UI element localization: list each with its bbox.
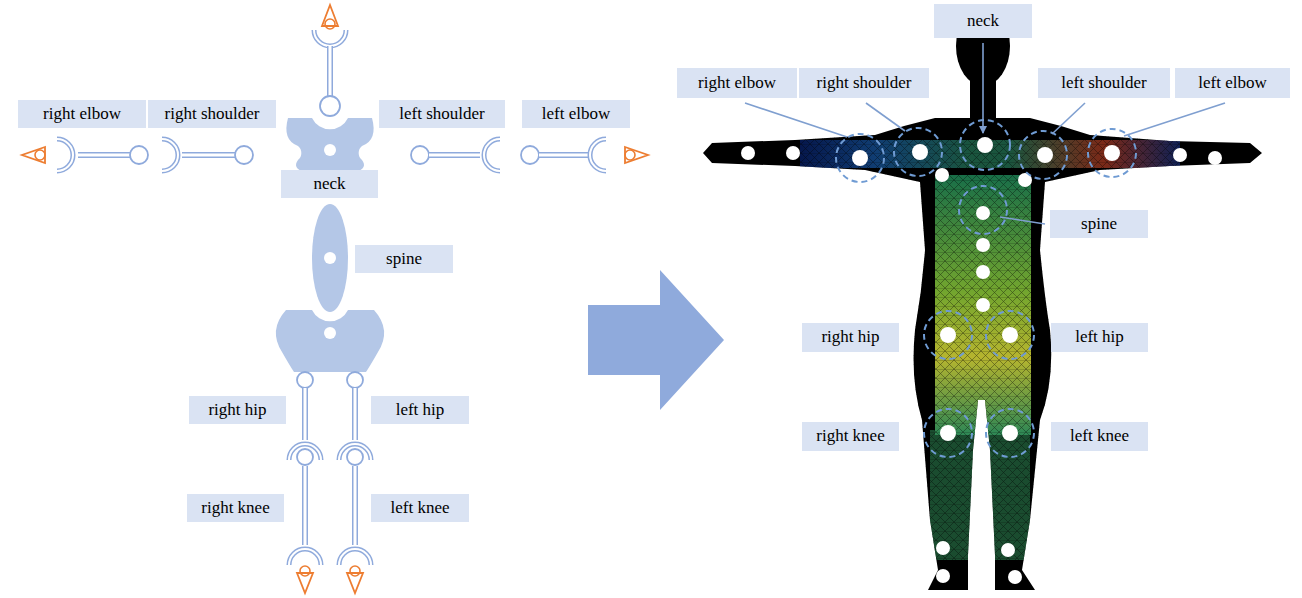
joint-label: right elbow (677, 68, 797, 98)
joint-label: left knee (371, 494, 469, 522)
joint-name: right shoulder (165, 105, 260, 124)
joint-name: right elbow (43, 105, 121, 124)
joint-label: neck (281, 170, 378, 198)
joint-label: right shoulder (148, 100, 276, 128)
joint-name: left elbow (542, 105, 610, 124)
joint-name: neck (313, 175, 345, 194)
joint-name: right knee (816, 427, 884, 446)
skeleton-schematic (22, 5, 648, 593)
leader-lines (745, 43, 1225, 224)
joint-label: left hip (371, 396, 469, 424)
joint-name: left knee (1070, 427, 1129, 446)
joint-name: left hip (1075, 328, 1124, 347)
joint-name: neck (967, 12, 999, 31)
joint-label: spine (1050, 210, 1148, 238)
joint-label: left hip (1051, 323, 1148, 352)
joint-label: right hip (802, 323, 899, 352)
transform-arrow (588, 270, 724, 410)
joint-label: spine (355, 245, 453, 273)
joint-name: left shoulder (399, 105, 484, 124)
joint-name: spine (1081, 215, 1117, 234)
joint-name: right hip (821, 328, 879, 347)
joint-label: left shoulder (379, 100, 505, 128)
joint-label: left elbow (522, 100, 630, 128)
joint-label: left knee (1051, 422, 1148, 451)
joint-name: right shoulder (817, 74, 912, 93)
joint-name: right elbow (698, 74, 776, 93)
joint-label: right knee (187, 494, 284, 522)
joint-label: right knee (802, 422, 899, 451)
joint-label: right hip (189, 396, 286, 424)
joint-label: right shoulder (799, 68, 929, 98)
joint-label: right elbow (18, 100, 146, 128)
joint-name: left hip (396, 401, 445, 420)
joint-name: spine (386, 250, 422, 269)
joint-label: neck (934, 4, 1032, 38)
joint-name: left elbow (1198, 74, 1266, 93)
joint-name: left shoulder (1061, 74, 1146, 93)
joint-label: left shoulder (1038, 68, 1170, 98)
joint-name: right hip (208, 401, 266, 420)
joint-label: left elbow (1175, 68, 1290, 98)
joint-name: left knee (391, 499, 450, 518)
joint-name: right knee (201, 499, 269, 518)
